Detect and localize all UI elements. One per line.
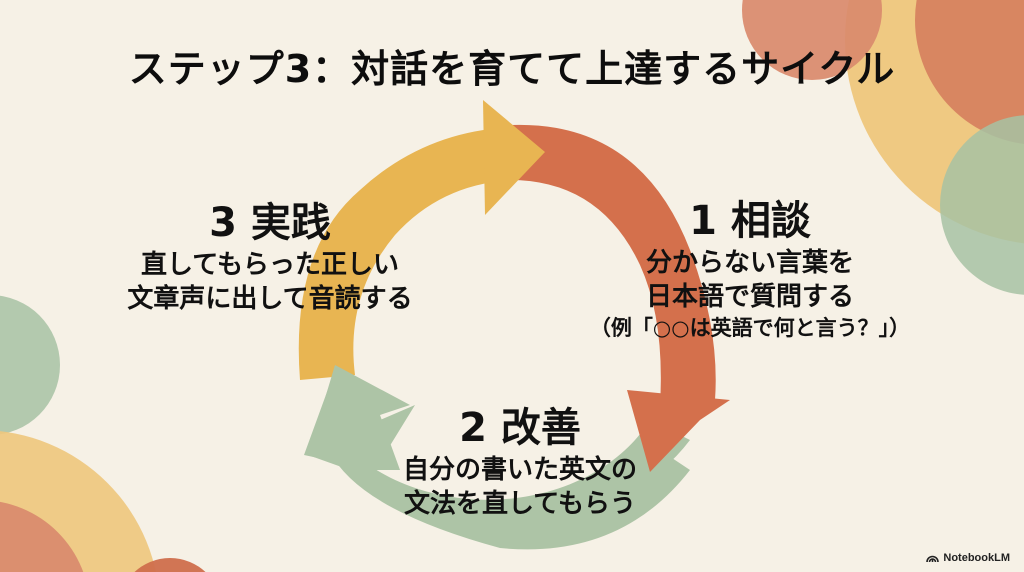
step-description-line: 文章声に出して音読する bbox=[127, 284, 413, 314]
step-improve: 2 改善 自分の書いた英文の 文法を直してもらう bbox=[325, 403, 715, 521]
step-practice: 3 実践 直してもらった正しい 文章声に出して音読する bbox=[60, 198, 480, 316]
step-heading: 3 実践 bbox=[209, 200, 331, 246]
step-heading: 1 相談 bbox=[689, 198, 811, 244]
step-description-line: 分からない言葉を bbox=[645, 248, 854, 278]
step-description-line: 文法を直してもらう bbox=[404, 489, 636, 519]
step-description-line: 日本語で質問する bbox=[645, 282, 854, 312]
notebooklm-logo-icon bbox=[926, 555, 940, 563]
arrow-practice bbox=[298, 100, 545, 380]
step-description-line: 自分の書いた英文の bbox=[402, 455, 637, 485]
brand-label: NotebookLM bbox=[943, 552, 1010, 564]
notebooklm-watermark: NotebookLM bbox=[926, 552, 1010, 564]
step-heading: 2 改善 bbox=[459, 405, 581, 451]
arrow-consult bbox=[510, 124, 730, 472]
step-consult: 1 相談 分からない言葉を 日本語で質問する （例「○○は英語で何と言う？」） bbox=[560, 196, 940, 342]
page-title: ステップ3：対話を育てて上達するサイクル bbox=[128, 47, 896, 91]
step-example-note: （例「○○は英語で何と言う？」） bbox=[589, 316, 911, 340]
step-description-line: 直してもらった正しい bbox=[141, 250, 399, 280]
